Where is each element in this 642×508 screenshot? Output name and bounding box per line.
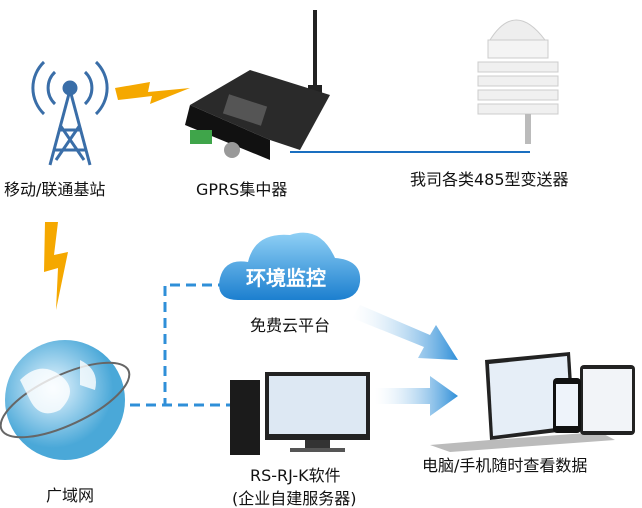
server-computer-image xyxy=(230,372,370,455)
base-station-tower-icon xyxy=(31,60,109,166)
wan-label: 广域网 xyxy=(46,486,95,505)
cloud-title: 环境监控 xyxy=(246,266,326,290)
server-label: (企业自建服务器) xyxy=(232,489,357,508)
laptop-phone-tablet-image xyxy=(430,352,635,452)
cloud-platform-label: 免费云平台 xyxy=(250,316,331,335)
gprs-label: GPRS集中器 xyxy=(196,180,288,199)
base-station-label: 移动/联通基站 xyxy=(4,180,106,199)
transmitter-label: 我司各类485型变送器 xyxy=(410,170,569,189)
arrow-server-to-devices xyxy=(375,376,458,416)
wireless-bolt-icon-vertical xyxy=(44,222,68,310)
network-link-cloud xyxy=(130,283,228,407)
arrow-cloud-to-devices xyxy=(352,305,458,360)
cloud-icon xyxy=(219,232,361,300)
wireless-bolt-icon xyxy=(115,82,190,104)
wan-globe-icon xyxy=(0,340,131,460)
software-label: RS-RJ-K软件 xyxy=(250,466,341,485)
gprs-concentrator-image xyxy=(185,10,330,160)
view-data-label: 电脑/手机随时查看数据 xyxy=(422,456,588,475)
transmitter-sensor-image xyxy=(477,19,559,144)
